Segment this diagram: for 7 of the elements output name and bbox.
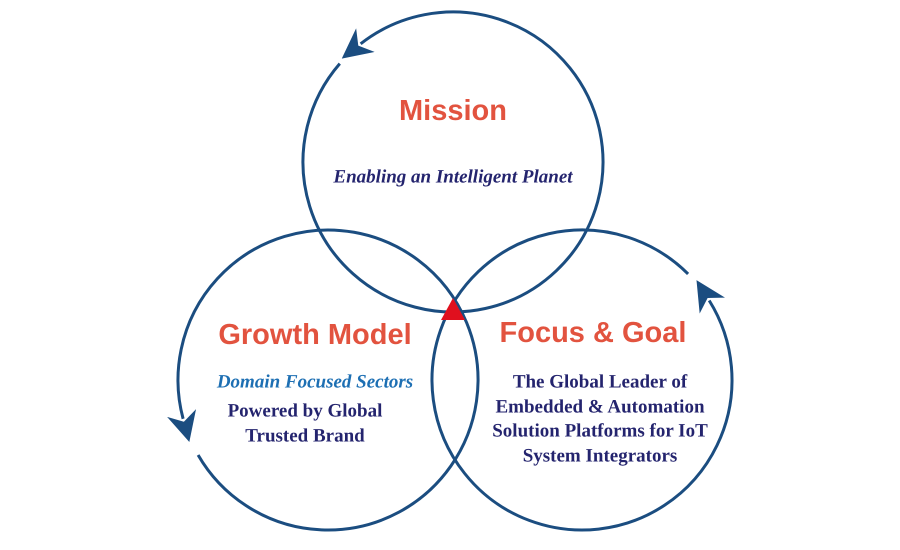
heading-text: Focus & Goal [498, 316, 688, 352]
description-text: Enabling an Intelligent Planet [332, 166, 574, 190]
description-text: Domain Focused Sectors [216, 370, 414, 395]
description-text: Powered by Global Trusted Brand [226, 399, 384, 448]
description-text: The Global Leader of Embedded & Automation Solution Platforms for IoT System Integrators [491, 370, 709, 469]
heading-text: Growth Model [217, 318, 413, 354]
heading-text: Mission [398, 94, 508, 130]
